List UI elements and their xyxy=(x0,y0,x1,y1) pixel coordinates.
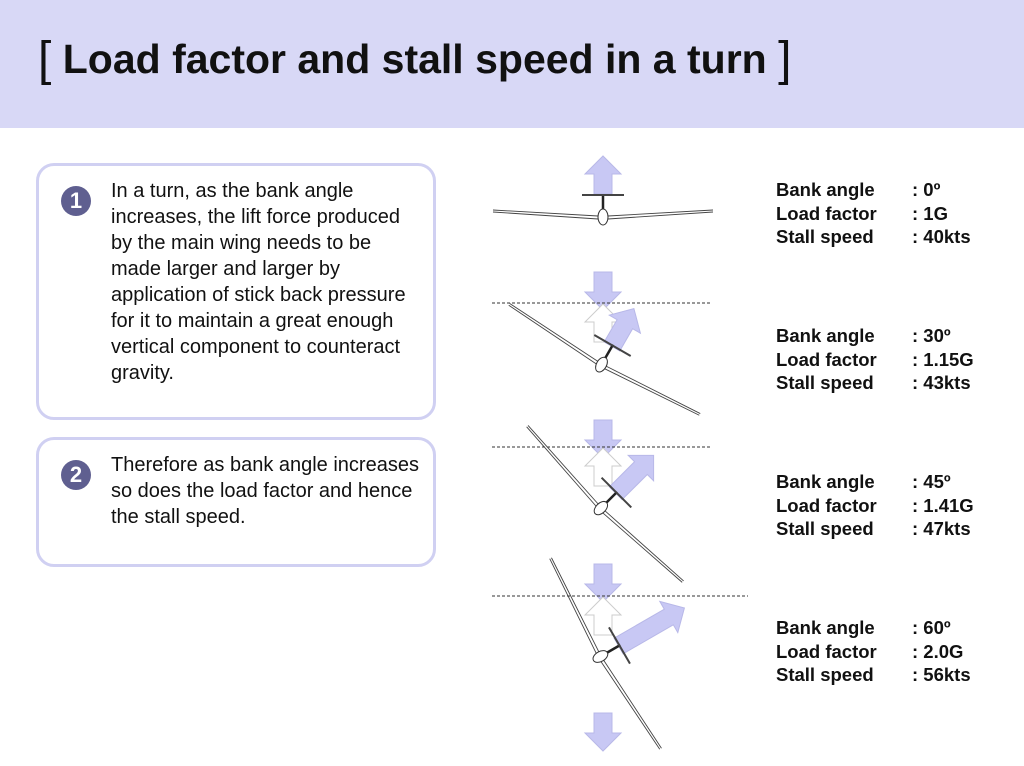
tailplane xyxy=(608,626,631,665)
point-text-1: In a turn, as the bank angle increases, … xyxy=(111,180,406,384)
bank-value: : 45º xyxy=(912,471,951,492)
point-text-2: Therefore as bank angle increases so doe… xyxy=(111,454,419,528)
glider-1 xyxy=(508,303,701,416)
stall-value: : 47kts xyxy=(912,518,971,539)
number-badge-1: 1 xyxy=(61,186,91,216)
stall-label: Stall speed xyxy=(776,226,874,247)
bank-value: : 0º xyxy=(912,179,941,200)
vertical-component-arrow xyxy=(583,447,623,487)
stall-value: : 56kts xyxy=(912,664,971,685)
load-label: Load factor xyxy=(776,494,877,516)
bank-label: Bank angle xyxy=(776,471,875,492)
load-label: Load factor xyxy=(776,348,877,370)
glider-3 xyxy=(549,557,662,750)
wing xyxy=(526,425,684,583)
bank-label: Bank angle xyxy=(776,179,875,200)
lift-arrow xyxy=(613,600,686,655)
stall-value: : 40kts xyxy=(912,226,971,247)
wing xyxy=(508,303,701,416)
weight-arrow xyxy=(583,563,623,603)
weight-arrow xyxy=(583,712,623,752)
weight-arrow xyxy=(583,419,623,459)
point-box-1: 1 In a turn, as the bank angle increases… xyxy=(36,163,436,420)
bank-value: : 60º xyxy=(912,617,951,638)
scenario-info-0: Bank angle : 0º Load factor : 1G Stall spe… xyxy=(776,178,971,249)
header-band: [ Load factor and stall speed in a turn … xyxy=(0,0,1024,128)
weight-arrow xyxy=(583,271,623,311)
scenario-info-1: Bank angle : 30º Load factor : 1.15G Stall… xyxy=(776,324,974,395)
tailplane xyxy=(600,477,632,509)
title-text: Load factor and stall speed in a turn xyxy=(62,36,767,82)
load-label: Load factor xyxy=(776,202,877,224)
wing xyxy=(549,557,662,750)
page-title: [ Load factor and stall speed in a turn … xyxy=(38,30,792,86)
lift-arrow xyxy=(608,454,655,501)
fuselage xyxy=(597,208,609,226)
stall-label: Stall speed xyxy=(776,518,874,539)
bank-value: : 30º xyxy=(912,325,951,346)
scenario-info-2: Bank angle : 45º Load factor : 1.41G Stall… xyxy=(776,470,974,541)
load-value: : 1.41G xyxy=(912,494,974,516)
point-box-2: 2 Therefore as bank angle increases so d… xyxy=(36,437,436,567)
number-badge-2: 2 xyxy=(61,460,91,490)
wing xyxy=(492,209,714,220)
stall-label: Stall speed xyxy=(776,664,874,685)
glider-0 xyxy=(492,194,714,226)
vertical-component-arrow xyxy=(583,596,623,636)
stall-label: Stall speed xyxy=(776,372,874,393)
load-value: : 1.15G xyxy=(912,348,974,370)
scenario-info-3: Bank angle : 60º Load factor : 2.0G Stall … xyxy=(776,616,971,687)
bracket-open: [ xyxy=(38,33,52,86)
fuselage xyxy=(595,356,608,373)
bank-label: Bank angle xyxy=(776,325,875,346)
load-label: Load factor xyxy=(776,640,877,662)
lift-arrow xyxy=(583,155,623,195)
lift-arrow xyxy=(603,307,642,352)
bank-label: Bank angle xyxy=(776,617,875,638)
glider-2 xyxy=(526,425,684,583)
fuselage xyxy=(593,500,609,516)
stall-value: : 43kts xyxy=(912,372,971,393)
fuselage xyxy=(592,650,609,663)
load-value: : 2.0G xyxy=(912,640,964,662)
load-value: : 1G xyxy=(912,202,948,224)
bracket-close: ] xyxy=(778,33,792,86)
tailplane xyxy=(593,334,632,357)
